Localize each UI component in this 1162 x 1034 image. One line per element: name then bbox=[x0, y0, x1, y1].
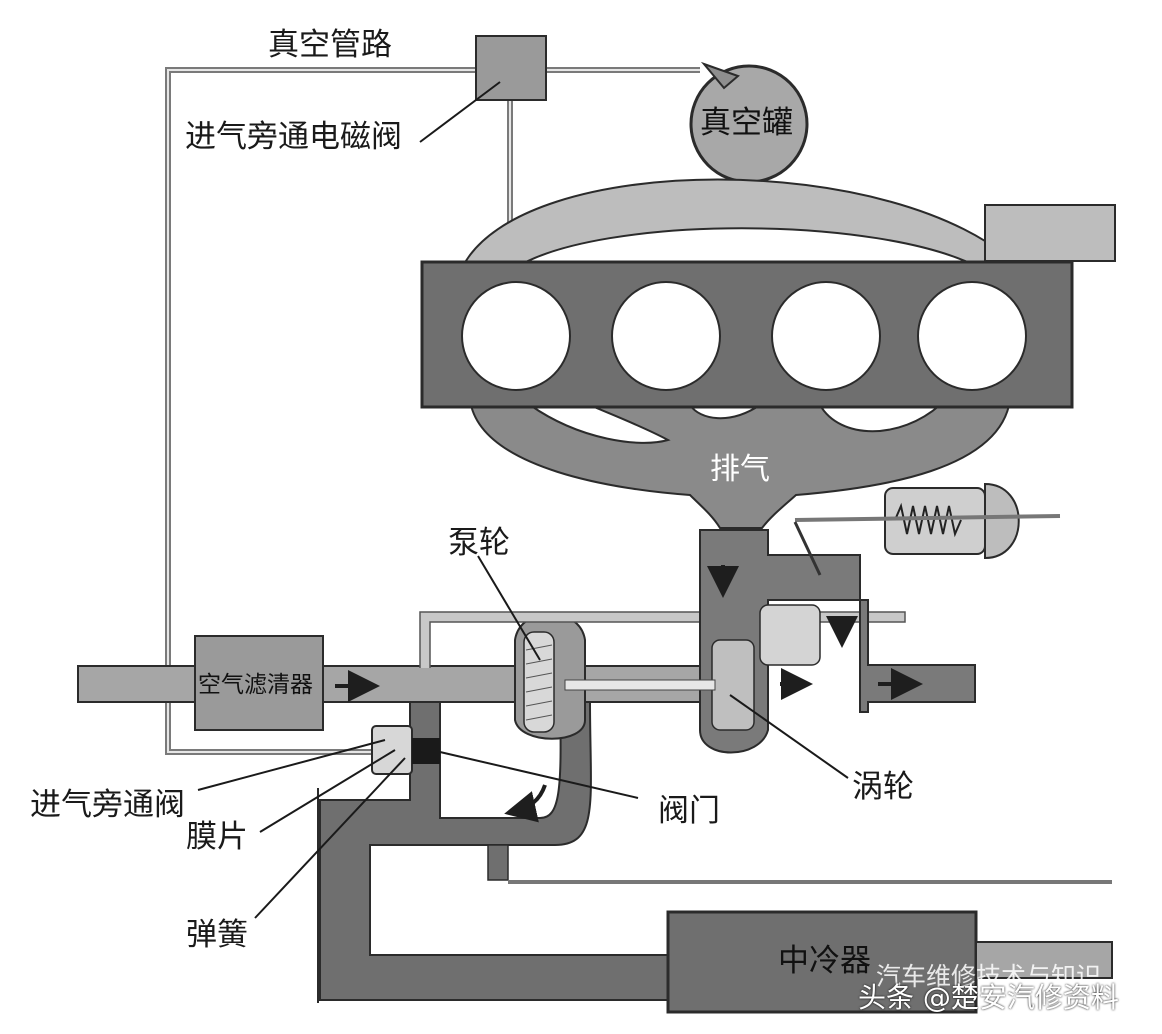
compressor-wheel-vanes bbox=[525, 644, 553, 721]
cylinder-4 bbox=[917, 281, 1027, 391]
label-bypass-valve: 进气旁通阀 bbox=[30, 787, 185, 823]
wastegate-actuator bbox=[884, 487, 986, 555]
label-spring: 弹簧 bbox=[186, 917, 248, 953]
compressor-wheel bbox=[523, 631, 555, 733]
turbo-shaft bbox=[564, 679, 716, 691]
exhaust-runners bbox=[526, 404, 943, 444]
watermark-line2: 头条 @楚安汽修资料 bbox=[858, 981, 1119, 1014]
wastegate-linkage bbox=[793, 521, 822, 576]
intercooler-inlet-pipe bbox=[487, 844, 509, 881]
label-turbine: 涡轮 bbox=[852, 769, 914, 805]
label-diaphragm: 膜片 bbox=[186, 819, 248, 855]
cylinders bbox=[461, 281, 1027, 391]
wastegate-chamber bbox=[759, 604, 821, 666]
bypass-loop bbox=[319, 701, 696, 1001]
bypass-valve-body bbox=[371, 725, 413, 775]
actuator-cap bbox=[984, 482, 1020, 560]
label-vacuum-tank: 真空罐 bbox=[700, 105, 793, 141]
air-filter-box bbox=[194, 635, 324, 731]
bypass-valve-door bbox=[412, 738, 440, 764]
cylinder-1 bbox=[461, 281, 571, 391]
turbine-wheel bbox=[711, 639, 755, 731]
label-exhaust: 排气 bbox=[710, 452, 770, 487]
intercooler-box bbox=[666, 910, 978, 1014]
label-valve-door: 阀门 bbox=[658, 793, 720, 829]
label-pump-wheel: 泵轮 bbox=[448, 525, 510, 561]
intake-manifold bbox=[460, 178, 1023, 269]
label-vacuum-line: 真空管路 bbox=[268, 27, 392, 63]
label-bypass-solenoid: 进气旁通电磁阀 bbox=[185, 119, 402, 155]
actuator-rod bbox=[794, 514, 1061, 522]
intake-manifold-pipe bbox=[984, 204, 1116, 262]
vacuum-line-core bbox=[167, 69, 700, 753]
label-air-filter: 空气滤清器 bbox=[198, 672, 313, 698]
cylinder-2 bbox=[611, 281, 721, 391]
watermark-line1: 汽车维修技术与知识 bbox=[876, 962, 1102, 991]
intercooler-outlet-pipe bbox=[975, 941, 1113, 979]
cylinder-3 bbox=[771, 281, 881, 391]
flow-arrows bbox=[335, 565, 923, 823]
vacuum-tank-inlet bbox=[700, 61, 740, 90]
bypass-solenoid-box bbox=[475, 35, 547, 101]
leader-lines bbox=[197, 81, 849, 919]
charge-pipe bbox=[419, 611, 906, 668]
actuator-spring bbox=[894, 502, 962, 538]
label-intercooler: 中冷器 bbox=[778, 943, 871, 979]
